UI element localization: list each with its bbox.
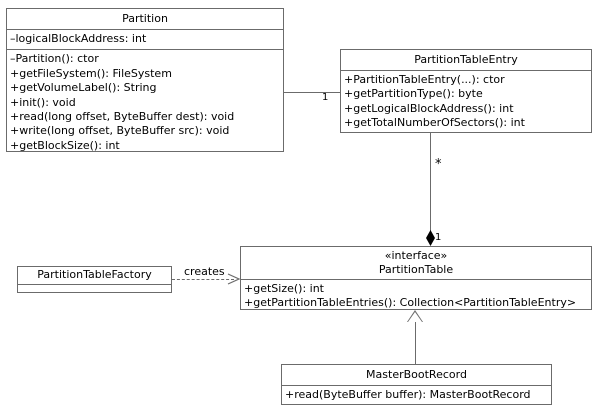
realization-line-mbr-table xyxy=(415,322,416,364)
dependency-line-factory-table xyxy=(172,279,234,280)
operations-compartment-partition: –Partition(): ctor +getFileSystem(): Fil… xyxy=(7,50,283,156)
class-box-master-boot-record[interactable]: MasterBootRecord +read(ByteBuffer buffer… xyxy=(281,364,552,405)
multiplicity-label-entry-many: * xyxy=(435,157,442,172)
multiplicity-label-table-one: 1 xyxy=(435,232,442,243)
realization-triangle-inner xyxy=(408,312,422,322)
operations-compartment-partition-table-factory xyxy=(18,285,171,297)
operation-row: +getTotalNumberOfSectors(): int xyxy=(344,116,525,130)
operation-row: +getSize(): int xyxy=(244,282,324,295)
class-title-partition-table-entry: PartitionTableEntry xyxy=(341,50,591,71)
multiplicity-label-entry-one: 1 xyxy=(322,92,329,103)
operation-row: –Partition(): ctor xyxy=(10,52,99,66)
operation-row: +read(ByteBuffer buffer): MasterBootReco… xyxy=(285,388,531,401)
operations-compartment-master-boot-record: +read(ByteBuffer buffer): MasterBootReco… xyxy=(282,386,551,405)
dependency-label-creates: creates xyxy=(182,265,227,278)
operation-row: +init(): void xyxy=(10,95,76,109)
class-box-partition-table[interactable]: «interface» PartitionTable +getSize(): i… xyxy=(240,246,592,310)
interface-name: PartitionTable xyxy=(378,263,454,276)
attributes-compartment-partition: –logicalBlockAddress: int xyxy=(7,30,283,51)
class-title-partition: Partition xyxy=(7,9,283,30)
dependency-open-arrowhead xyxy=(227,273,241,285)
operation-row: +read(long offset, ByteBuffer dest): voi… xyxy=(10,110,235,124)
composition-diamond xyxy=(426,230,435,246)
class-box-partition-table-factory[interactable]: PartitionTableFactory xyxy=(17,266,172,293)
composition-line-entry-table xyxy=(430,133,431,241)
operation-row: +getBlockSize(): int xyxy=(10,138,120,152)
operation-row: +getPartitionTableEntries(): Collection<… xyxy=(244,296,577,310)
operation-row: +PartitionTableEntry(...): ctor xyxy=(344,73,505,86)
attribute-row: –logicalBlockAddress: int xyxy=(10,32,147,45)
operation-row: +getFileSystem(): FileSystem xyxy=(10,66,172,80)
operation-row: +getVolumeLabel(): String xyxy=(10,81,157,95)
stereotype-interface: «interface» xyxy=(384,249,448,262)
operations-compartment-partition-table: +getSize(): int +getPartitionTableEntrie… xyxy=(241,280,591,314)
realization-triangle-arrowhead xyxy=(407,310,423,322)
operation-row: +write(long offset, ByteBuffer src): voi… xyxy=(10,124,230,138)
operations-compartment-partition-table-entry: +PartitionTableEntry(...): ctor +getPart… xyxy=(341,71,591,134)
class-box-partition[interactable]: Partition –logicalBlockAddress: int –Par… xyxy=(6,8,284,152)
association-line-partition-entry xyxy=(284,92,340,93)
operation-row: +getPartitionType(): byte xyxy=(344,87,483,101)
operation-row: +getLogicalBlockAddress(): int xyxy=(344,101,514,115)
class-title-partition-table: «interface» PartitionTable xyxy=(241,247,591,280)
class-title-partition-table-factory: PartitionTableFactory xyxy=(18,267,171,285)
class-title-master-boot-record: MasterBootRecord xyxy=(282,365,551,386)
class-box-partition-table-entry[interactable]: PartitionTableEntry +PartitionTableEntry… xyxy=(340,49,592,133)
